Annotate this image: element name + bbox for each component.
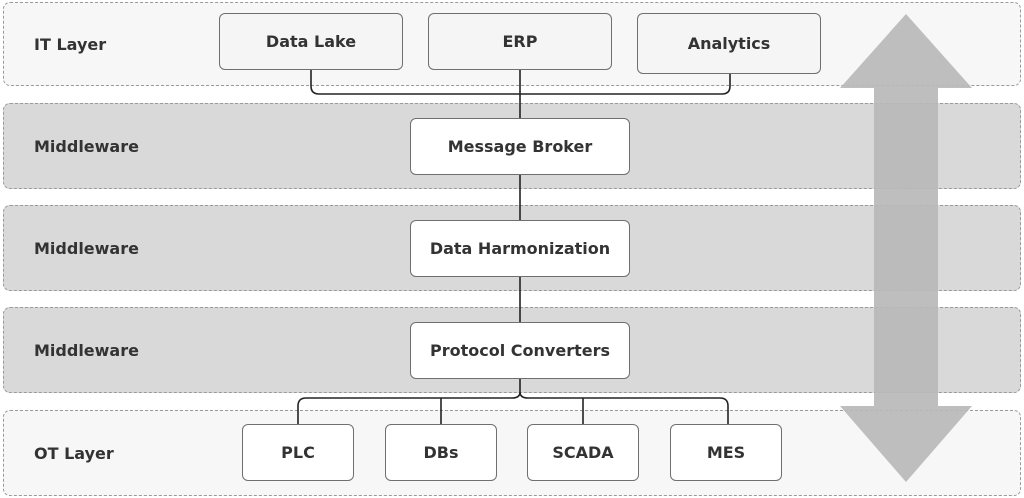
middleware-label-2: Middleware — [34, 238, 139, 258]
mes-node[interactable]: MES — [670, 424, 782, 481]
protocol-converters-node[interactable]: Protocol Converters — [410, 322, 630, 379]
ot-layer-band: OT Layer — [3, 410, 1021, 496]
it-layer-label: IT Layer — [34, 34, 107, 54]
scada-node[interactable]: SCADA — [527, 424, 639, 481]
data-lake-node[interactable]: Data Lake — [219, 13, 403, 70]
double-headed-vertical-arrow-icon — [840, 14, 972, 482]
middleware-label-1: Middleware — [34, 136, 139, 156]
analytics-node[interactable]: Analytics — [637, 13, 821, 74]
ot-bus-left-line — [297, 379, 521, 424]
ot-layer-label: OT Layer — [34, 443, 114, 463]
erp-node[interactable]: ERP — [428, 13, 612, 70]
connector-lines — [297, 70, 731, 424]
middleware-label-3: Middleware — [34, 340, 139, 360]
dbs-node[interactable]: DBs — [385, 424, 497, 481]
ot-bus-right-line — [519, 391, 729, 424]
plc-node[interactable]: PLC — [242, 424, 354, 481]
data-harmonization-node[interactable]: Data Harmonization — [410, 220, 630, 277]
message-broker-node[interactable]: Message Broker — [410, 118, 630, 175]
